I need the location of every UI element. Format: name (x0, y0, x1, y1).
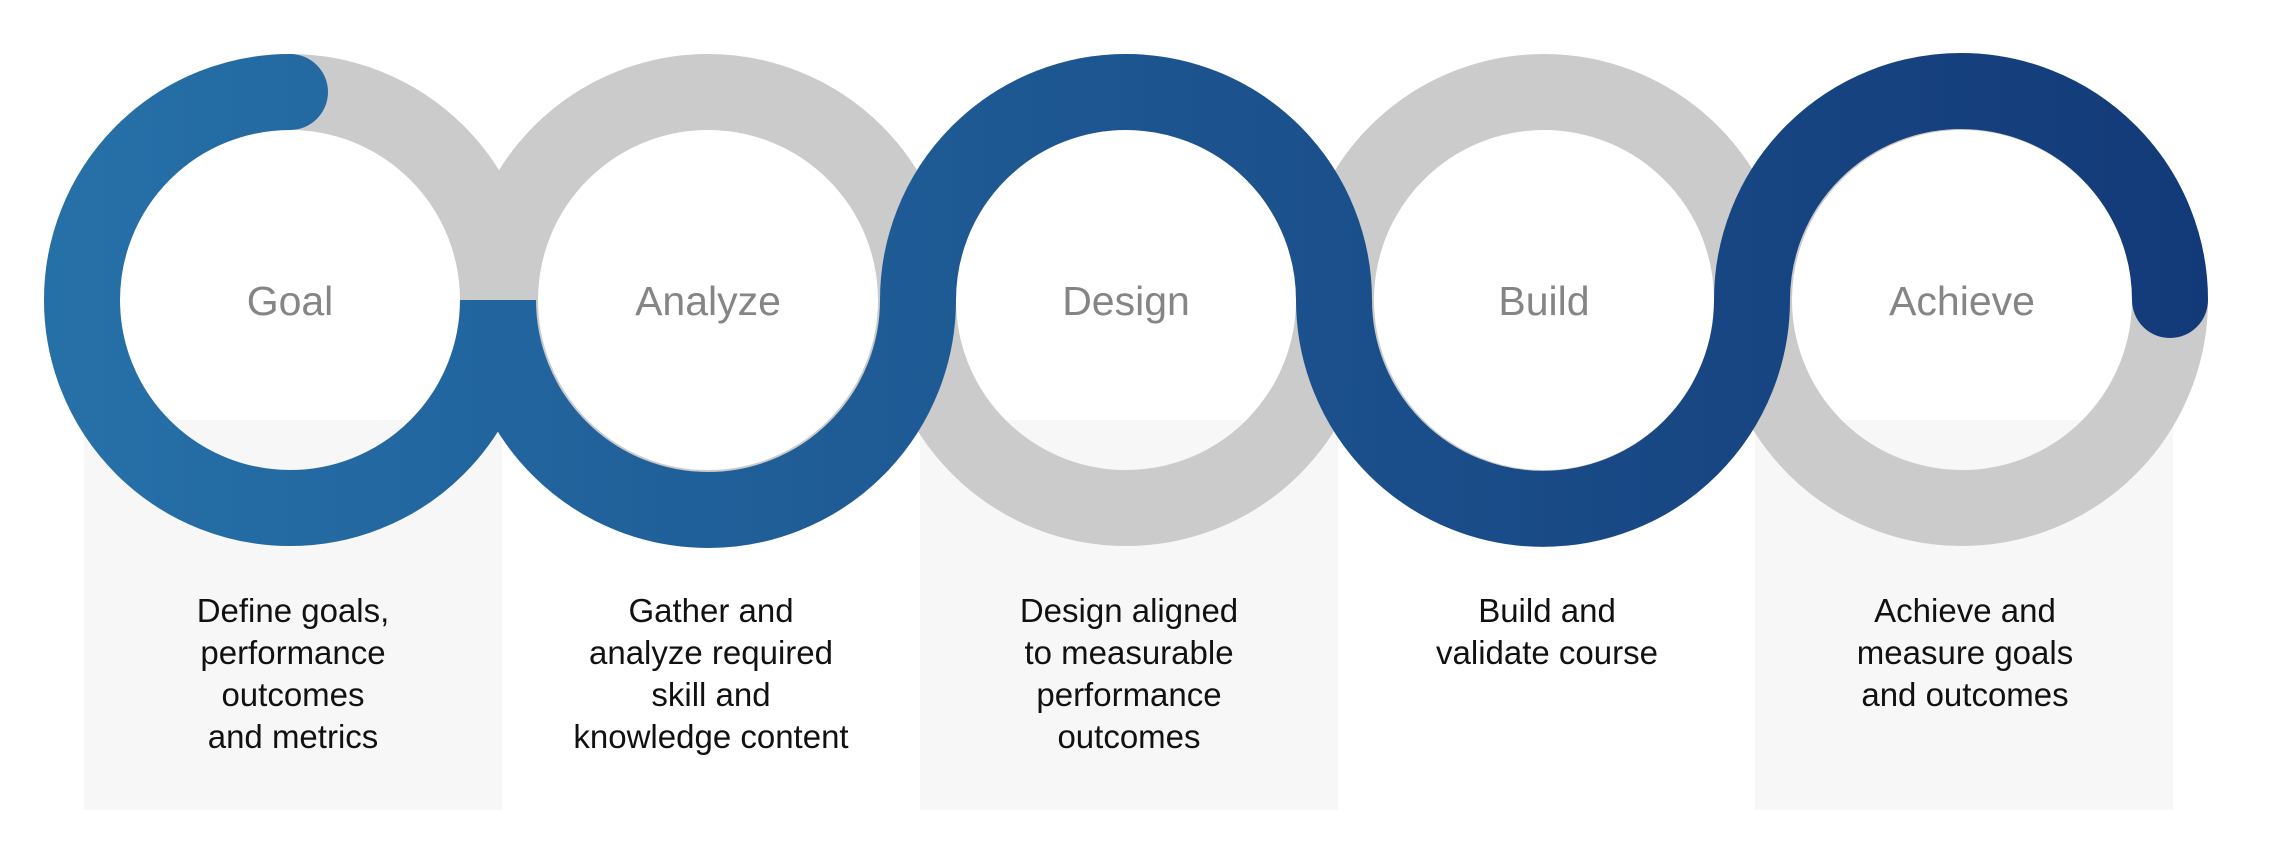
step-description-design: Design aligned to measurable performance… (1019, 592, 1239, 755)
step-labels: Goal Analyze Design Build Achieve (247, 278, 2035, 324)
step-label-build: Build (1498, 278, 1589, 324)
progress-path (43, 53, 2208, 548)
step-description-achieve: Achieve and measure goals and outcomes (1856, 592, 2074, 713)
step-label-design: Design (1062, 278, 1190, 324)
step-label-achieve: Achieve (1889, 278, 2035, 324)
step-label-goal: Goal (247, 278, 334, 324)
step-description-analyze: Gather and analyze required skill and kn… (573, 592, 849, 755)
step-label-analyze: Analyze (635, 278, 781, 324)
step-description-build: Build and validate course (1436, 592, 1658, 671)
step-description-goal: Define goals, performance outcomes and m… (196, 592, 390, 755)
